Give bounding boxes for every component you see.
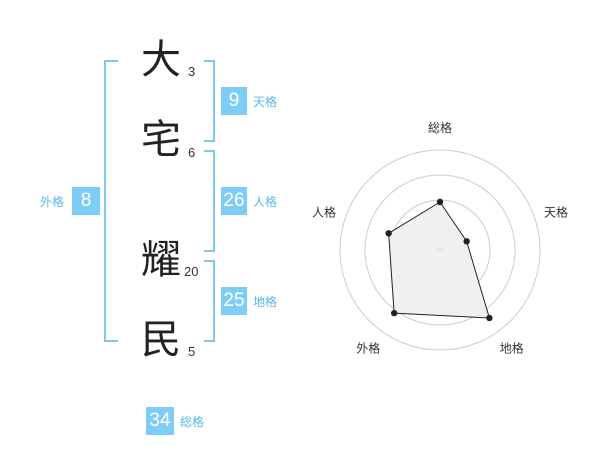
gaikaku-badge: 8 <box>72 187 100 215</box>
jinkaku-label: 人格 <box>253 195 278 209</box>
name-char-4: 民 <box>141 317 181 363</box>
gaikaku-bracket <box>104 60 118 342</box>
radar-axis-label-2: 天格 <box>544 204 568 219</box>
chikaku-label: 地格 <box>253 295 278 309</box>
stroke-count-1: 3 <box>188 64 196 79</box>
radar-polygon <box>388 201 491 319</box>
soukaku-label: 総格 <box>180 415 205 429</box>
stroke-count-3: 20 <box>184 264 199 279</box>
stroke-count-2: 6 <box>188 145 196 160</box>
jinkaku-bracket <box>204 150 215 252</box>
gaikaku-label: 外格 <box>40 195 65 209</box>
name-char-1: 大 <box>141 37 181 83</box>
radar-point-4 <box>390 309 398 317</box>
jinkaku-badge: 26 <box>221 187 247 215</box>
soukaku-badge: 34 <box>146 407 174 435</box>
tenkaku-label: 天格 <box>253 95 278 109</box>
radar-point-3 <box>486 314 493 322</box>
tenkaku-badge: 9 <box>221 87 247 115</box>
tenkaku-bracket <box>204 60 215 142</box>
radar-point-2 <box>463 238 470 245</box>
name-char-2: 宅 <box>141 117 181 163</box>
chikaku-badge: 25 <box>221 287 247 315</box>
chikaku-bracket <box>204 260 215 342</box>
name-char-3: 耀 <box>141 237 181 283</box>
radar-point-1 <box>436 198 444 206</box>
radar-axis-label-5: 人格 <box>312 204 336 219</box>
radar-axis-label-3: 地格 <box>500 341 524 356</box>
radar-axis-label-1: 総格 <box>428 120 452 135</box>
radar-ring-3 <box>364 174 516 326</box>
radar-axis-label-4: 外格 <box>356 341 380 356</box>
radar-point-5 <box>385 230 392 237</box>
radar-ring-4 <box>339 149 541 351</box>
stroke-count-4: 5 <box>188 344 196 359</box>
